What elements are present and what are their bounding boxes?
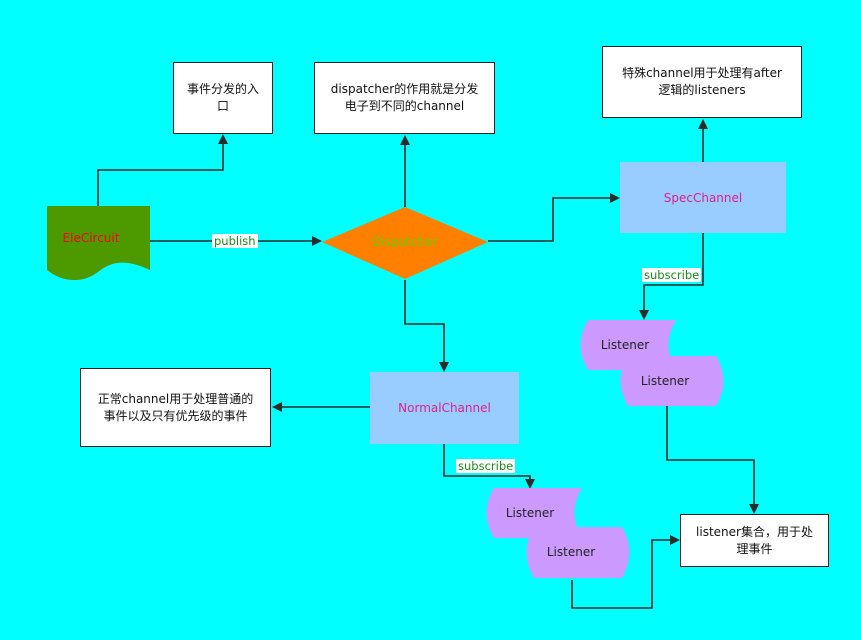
normal-subscribe-label: subscribe [456, 459, 516, 473]
edge-normal-subscribe [443, 444, 535, 489]
normal-channel: NormalChannel [370, 372, 519, 444]
listener-set-note: listener集合，用于处理事件 [680, 514, 829, 567]
entry-note: 事件分发的入口 [173, 62, 273, 134]
spec-channel: SpecChannel [620, 162, 786, 233]
event-circuit-document [47, 206, 150, 281]
edge-spec-listeners-to-set [666, 406, 759, 514]
dispatcher-note: dispatcher的作用就是分发电子到不同的channel [314, 62, 495, 134]
normal-channel-note: 正常channel用于处理普通的事件以及只有优先级的事件 [80, 368, 271, 447]
normal-listener-1-label: Listener [506, 506, 554, 520]
normal-listener-2-label: Listener [547, 545, 595, 559]
edge-dispatcher-to-normal [404, 280, 449, 372]
normal-listener-1 [486, 488, 582, 538]
spec-subscribe-label: subscribe [642, 268, 702, 282]
spec-listener-1-label: Listener [601, 338, 649, 352]
dispatcher-label: Dispatcher [372, 235, 437, 249]
edge-spec-subscribe [639, 233, 704, 320]
publish-label: publish [212, 234, 258, 248]
normal-listener-2 [526, 527, 630, 578]
spec-listener-2 [620, 356, 724, 406]
event-circuit-label: EleCircuit [63, 231, 120, 245]
edge-dispatcher-to-spec [488, 193, 620, 242]
edge-circuit-to-entry-note [97, 134, 228, 206]
edge-normal-listeners-to-set [571, 535, 680, 609]
dispatcher-diamond [322, 207, 488, 279]
spec-listener-2-label: Listener [641, 374, 689, 388]
